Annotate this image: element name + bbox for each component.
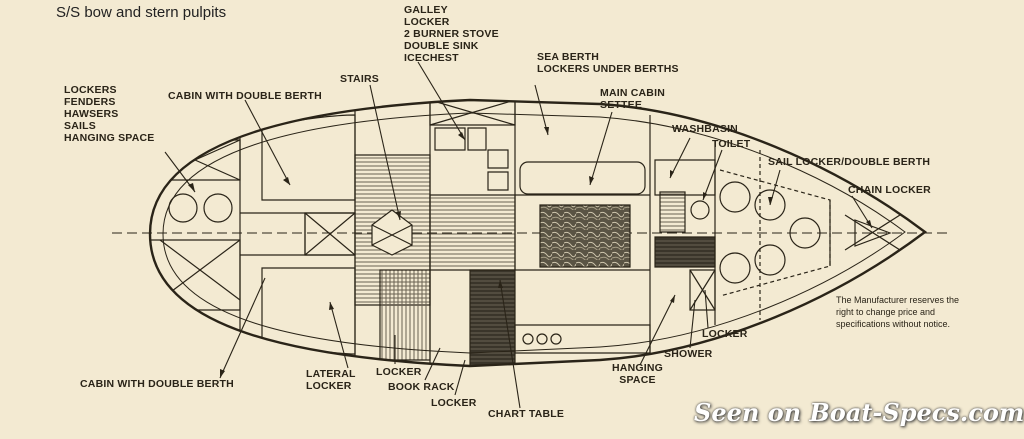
label-lateral-locker: LATERAL LOCKER — [306, 368, 356, 392]
label-toilet: TOILET — [712, 138, 751, 150]
label-stairs: STAIRS — [340, 73, 379, 85]
label-locker-3: LOCKER — [702, 328, 748, 340]
label-chain-locker: CHAIN LOCKER — [848, 184, 931, 196]
label-cabin-top: CABIN WITH DOUBLE BERTH — [168, 90, 322, 102]
label-locker-1: LOCKER — [376, 366, 422, 378]
manufacturer-notice: The Manufacturer reserves the right to c… — [836, 295, 960, 329]
label-sail-locker: SAIL LOCKER/DOUBLE BERTH — [768, 156, 931, 168]
hull-outline — [150, 100, 925, 366]
label-main-cabin: MAIN CABIN SETTEE — [600, 87, 665, 111]
label-chart-table: CHART TABLE — [488, 408, 565, 420]
header-text: S/S bow and stern pulpits — [56, 4, 227, 21]
watermark: Seen on Boat-Specs.com — [694, 398, 1024, 427]
label-locker-2: LOCKER — [431, 397, 477, 409]
label-sea-berth: SEA BERTH LOCKERS UNDER BERTHS — [537, 51, 679, 75]
label-hanging-space: HANGING SPACE — [612, 362, 663, 386]
label-cabin-bottom: CABIN WITH DOUBLE BERTH — [80, 378, 234, 390]
label-shower: SHOWER — [664, 348, 713, 360]
label-lockers: LOCKERS FENDERS HAWSERS SAILS HANGING SP… — [64, 84, 155, 144]
label-galley: GALLEY LOCKER 2 BURNER STOVE DOUBLE SINK… — [404, 4, 499, 64]
label-washbasin: WASHBASIN — [672, 123, 738, 135]
label-book-rack: BOOK RACK — [388, 381, 455, 393]
